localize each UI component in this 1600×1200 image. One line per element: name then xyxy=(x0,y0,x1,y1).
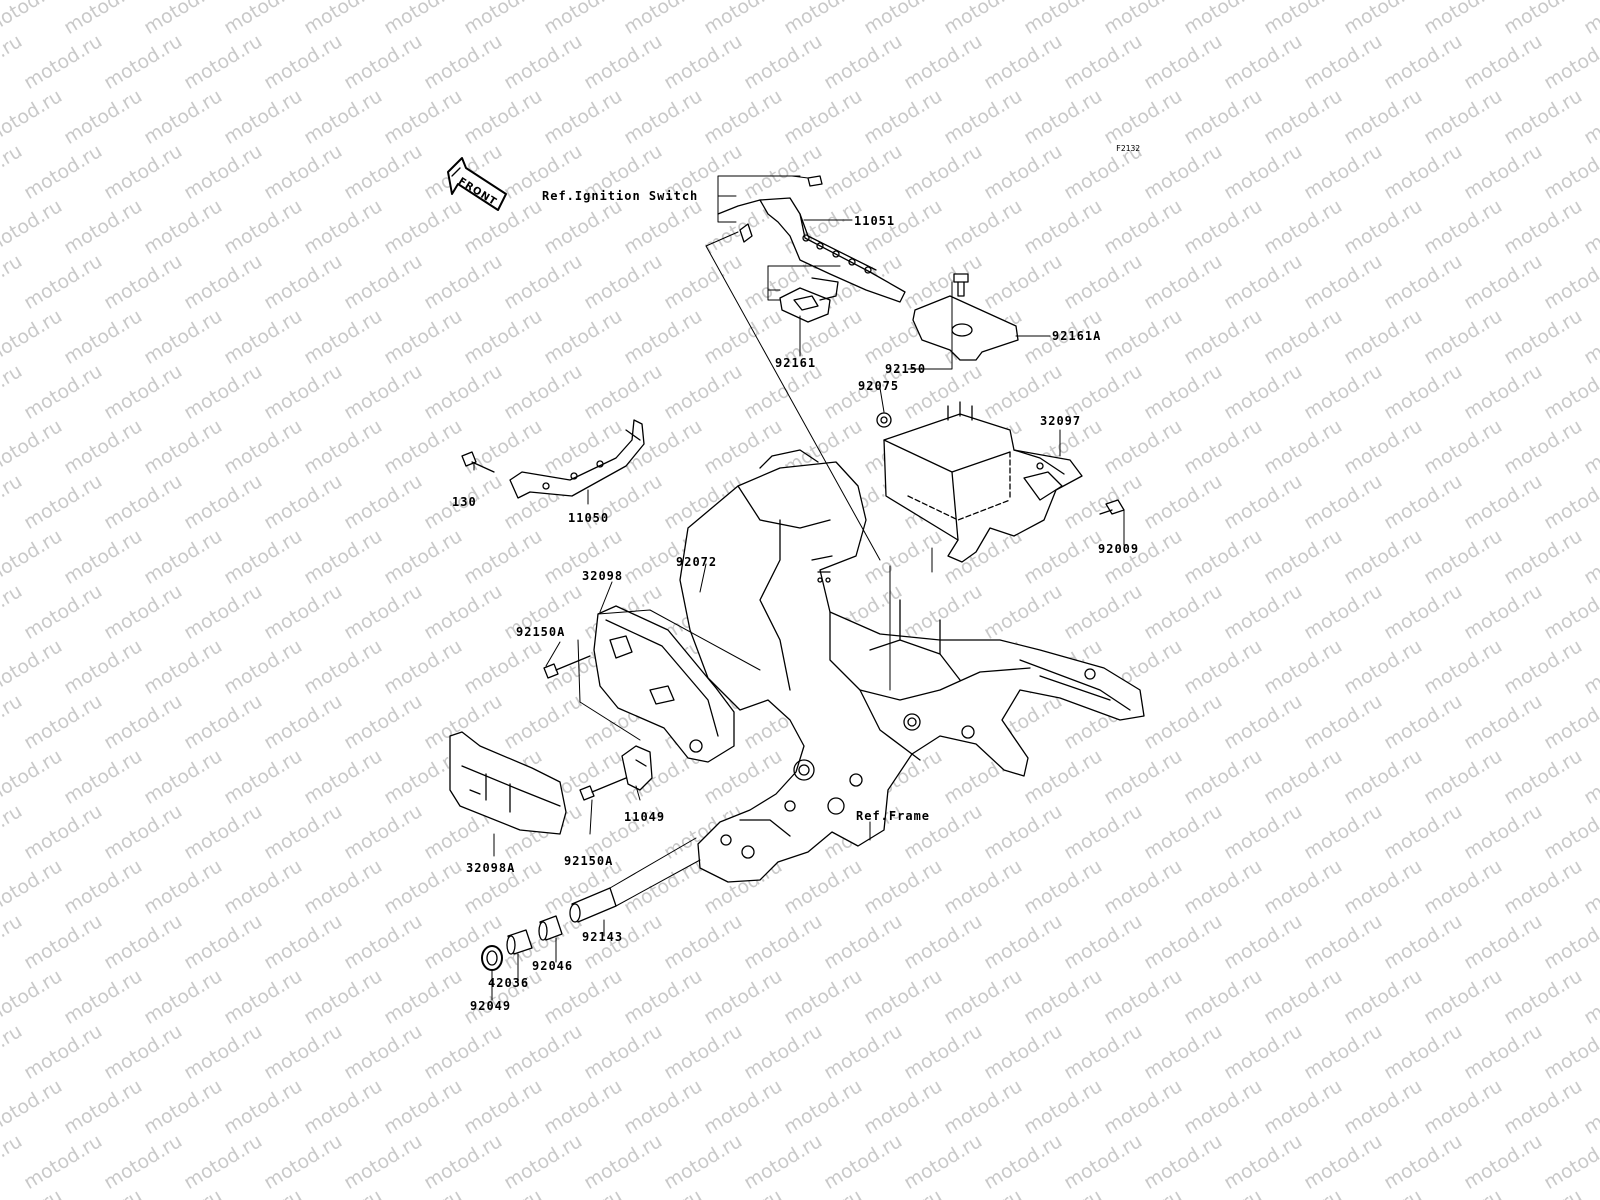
frame-body xyxy=(679,449,1145,883)
part-label-32098a[interactable]: 32098A xyxy=(466,861,516,875)
part-label-130[interactable]: 130 xyxy=(452,495,477,509)
part-label-92143[interactable]: 92143 xyxy=(582,930,624,944)
part-label-32097[interactable]: 32097 xyxy=(1040,414,1082,428)
part-label-92046[interactable]: 92046 xyxy=(532,959,574,973)
ref-frame-label: Ref.Frame xyxy=(856,809,931,823)
part-label-92150a-upper[interactable]: 92150A xyxy=(516,625,566,639)
seal-92049 xyxy=(481,945,503,971)
part-label-11051[interactable]: 11051 xyxy=(854,214,896,228)
bolt-92009 xyxy=(1099,499,1125,515)
part-label-92075[interactable]: 92075 xyxy=(858,379,900,393)
diagram-code: F2132 xyxy=(1116,144,1141,153)
pad-92161 xyxy=(779,277,839,323)
tube-92143 xyxy=(569,887,617,923)
part-label-92150[interactable]: 92150 xyxy=(885,362,927,376)
bolt-92150a-upper xyxy=(543,655,591,679)
bolt-92150a-lower xyxy=(579,777,627,801)
part-label-92150a-lower[interactable]: 92150A xyxy=(564,854,614,868)
bracket-11050 xyxy=(509,419,645,499)
part-label-92009[interactable]: 92009 xyxy=(1098,542,1140,556)
battery-case-32097 xyxy=(883,401,1083,563)
bracket-11049 xyxy=(621,745,653,791)
collar-42036 xyxy=(506,929,533,955)
part-label-11049[interactable]: 11049 xyxy=(624,810,666,824)
plate-92161a xyxy=(912,295,1019,361)
bolt-92150 xyxy=(953,273,969,297)
part-label-11050[interactable]: 11050 xyxy=(568,511,610,525)
bearing-92046 xyxy=(538,915,563,941)
part-label-92161a[interactable]: 92161A xyxy=(1052,329,1102,343)
part-label-92072[interactable]: 92072 xyxy=(676,555,718,569)
cover-32098 xyxy=(593,605,735,763)
leader-lines xyxy=(473,175,1125,1001)
grommet-92075 xyxy=(876,412,892,428)
part-label-32098[interactable]: 32098 xyxy=(582,569,624,583)
bolt-130 xyxy=(461,451,495,473)
cover-32098a xyxy=(449,731,567,835)
part-label-92161[interactable]: 92161 xyxy=(775,356,817,370)
part-label-42036[interactable]: 42036 xyxy=(488,976,530,990)
ref-ignition-switch-label: Ref.Ignition Switch xyxy=(542,189,699,203)
front-arrow-icon xyxy=(447,157,507,211)
ignition-bracket-11051 xyxy=(717,175,906,303)
part-label-92049[interactable]: 92049 xyxy=(470,999,512,1013)
